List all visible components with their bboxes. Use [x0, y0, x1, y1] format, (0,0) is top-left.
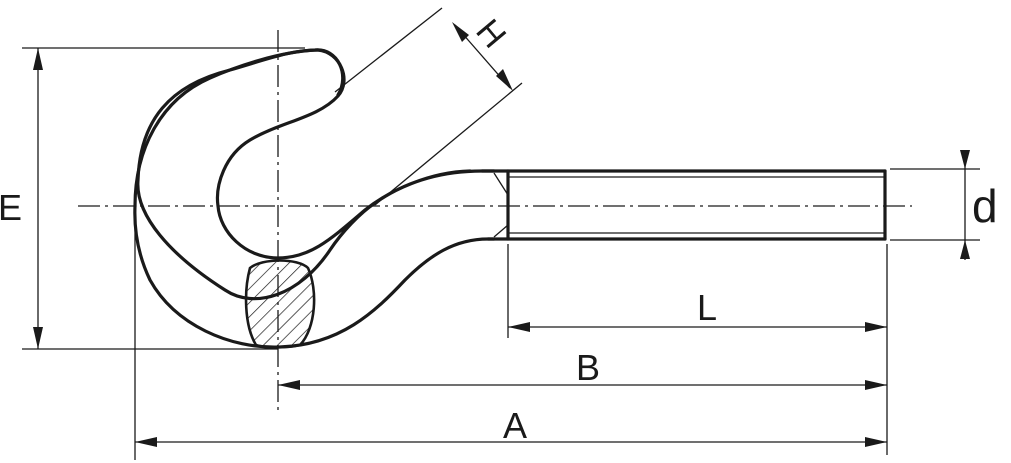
- dim-d-arrow-bottom: [960, 240, 970, 259]
- dim-l-arrow-right: [865, 322, 887, 332]
- hook-upper-contour: [133, 48, 345, 208]
- dim-b-arrow-left: [278, 380, 300, 390]
- label-e: E: [0, 187, 22, 228]
- thread-chamfer-bottom: [493, 224, 509, 238]
- label-l: L: [697, 287, 717, 328]
- centerlines: [78, 30, 912, 410]
- cross-section-hatch: [244, 259, 316, 349]
- ext-h-lower: [374, 82, 523, 206]
- ext-h-upper: [334, 7, 443, 93]
- label-b: B: [576, 347, 600, 388]
- dim-d-arrow-top: [960, 150, 970, 169]
- dim-l-arrow-left: [508, 322, 530, 332]
- dim-b-arrow-right: [865, 380, 887, 390]
- dimension-lines: [33, 22, 970, 447]
- dim-a-arrow-left: [135, 437, 157, 447]
- threaded-shank: [480, 169, 887, 241]
- dim-h-arrow-top: [452, 22, 469, 42]
- dim-a-arrow-right: [865, 437, 887, 447]
- dim-h-arrow-bottom: [496, 69, 513, 91]
- label-a: A: [503, 405, 527, 446]
- thread-chamfer-top: [493, 172, 509, 196]
- label-d: d: [972, 180, 998, 232]
- dim-e-arrow-top: [33, 48, 43, 70]
- dim-e-arrow-bottom: [33, 327, 43, 349]
- extension-lines: [22, 7, 980, 460]
- hook-bottom-contour: [133, 204, 496, 349]
